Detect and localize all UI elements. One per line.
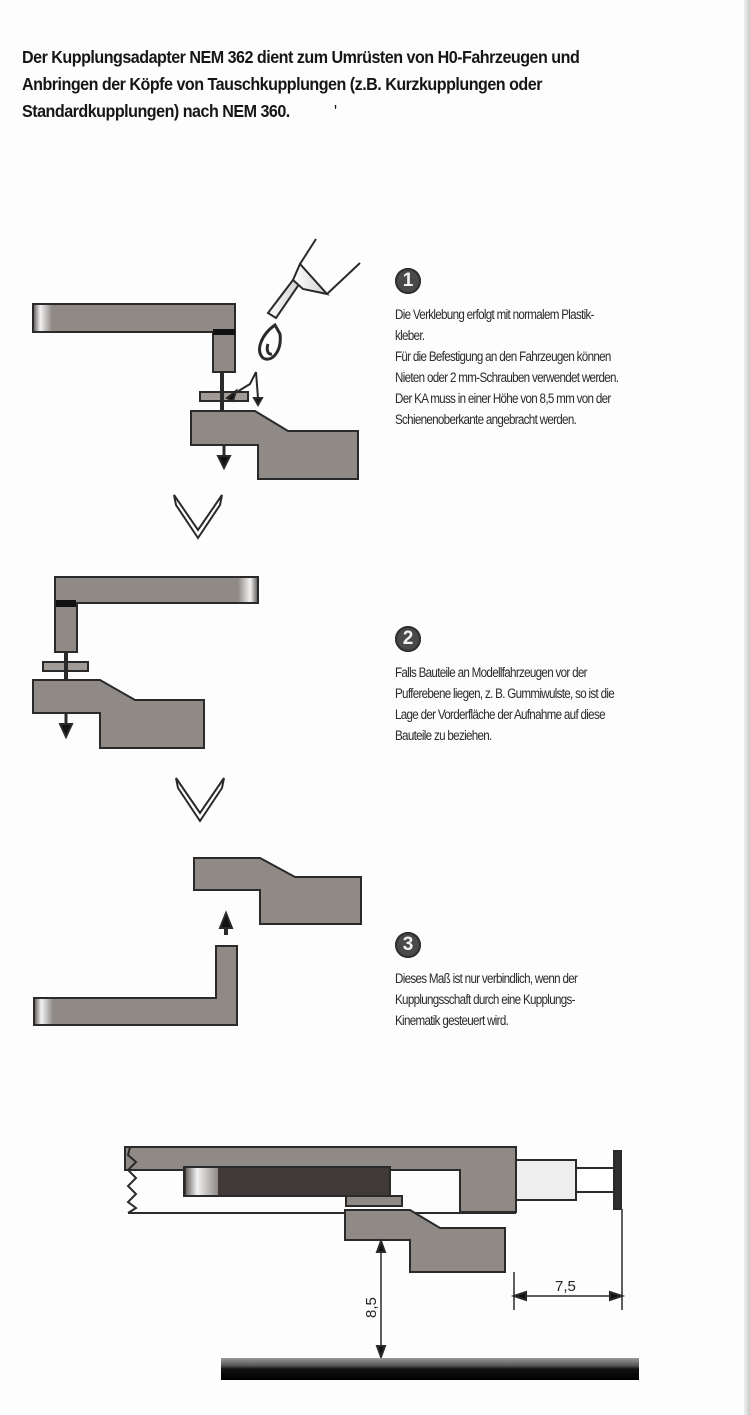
figure-3-assembly bbox=[33, 857, 362, 1026]
dimension-height-label: 8,5 bbox=[363, 1297, 380, 1318]
glue-tube-icon bbox=[266, 238, 361, 320]
stray-mark: ' bbox=[333, 101, 337, 121]
page-edge bbox=[744, 0, 750, 1415]
dimension-width-label: 7,5 bbox=[555, 1278, 576, 1295]
step-2: 2 Falls Bauteile an Modellfahrzeugen vor… bbox=[395, 626, 750, 746]
step-1-text: Die Verklebung erfolgt mit normalem Plas… bbox=[395, 307, 619, 427]
chevron-down-icon bbox=[173, 494, 223, 540]
intro-paragraph: Der Kupplungsadapter NEM 362 dient zum U… bbox=[22, 44, 703, 125]
step-2-text: Falls Bauteile an Modellfahrzeugen vor d… bbox=[395, 665, 615, 743]
figure-2-assembly bbox=[32, 576, 259, 749]
step-number-badge: 1 bbox=[395, 268, 421, 294]
step-3-text: Dieses Maß ist nur verbindlich, wenn der… bbox=[395, 971, 578, 1028]
chevron-down-icon bbox=[175, 777, 225, 823]
intro-line-1: Der Kupplungsadapter NEM 362 dient zum U… bbox=[22, 47, 580, 67]
figure-4-mounting-dimensions bbox=[124, 1146, 639, 1380]
step-1: 1 Die Verklebung erfolgt mit normalem Pl… bbox=[395, 268, 750, 430]
intro-line-3: Standardkupplungen) nach NEM 360.' bbox=[22, 98, 703, 125]
step-3: 3 Dieses Maß ist nur verbindlich, wenn d… bbox=[395, 932, 750, 1031]
rail-top bbox=[221, 1358, 639, 1380]
glue-drop-icon bbox=[258, 322, 282, 361]
intro-line-2: Anbringen der Köpfe von Tauschkupplungen… bbox=[22, 74, 542, 94]
step-number-badge: 3 bbox=[395, 932, 421, 958]
step-number-badge: 2 bbox=[395, 626, 421, 652]
figure-1-glue-assembly bbox=[32, 238, 361, 480]
